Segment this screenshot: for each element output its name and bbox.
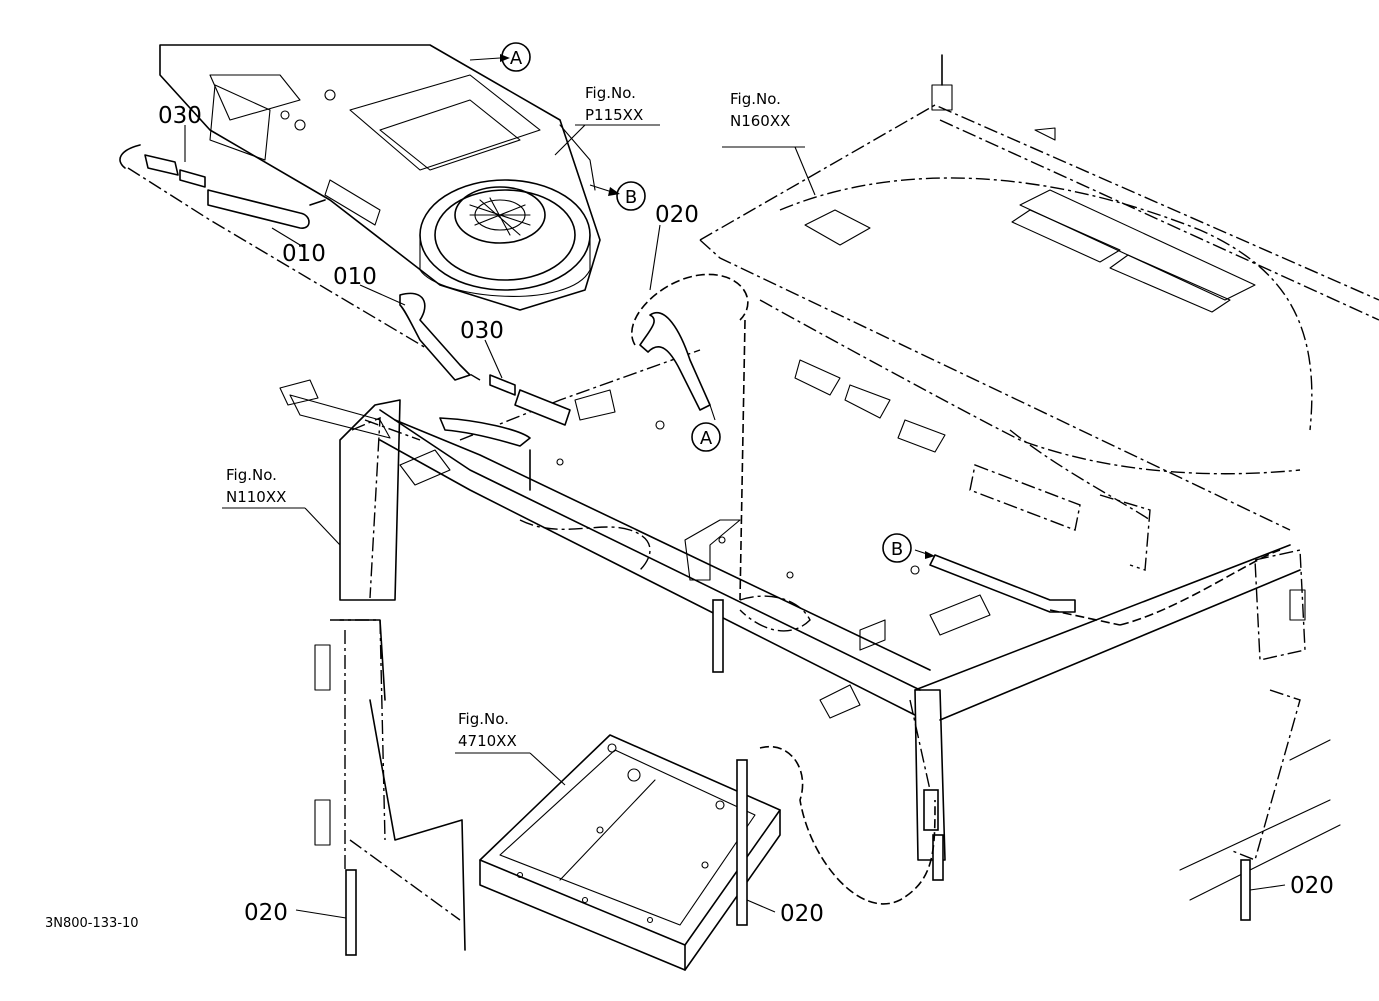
fig-ref-n160xx: Fig.No. N160XX xyxy=(730,90,790,130)
marker-b-mid-label: B xyxy=(891,539,903,560)
left-pillar xyxy=(279,379,466,956)
fig-ref-n160xx-line1: Fig.No. xyxy=(730,90,781,108)
leader-lines xyxy=(184,54,1286,919)
callout-010-mid: 010 xyxy=(333,264,377,290)
callout-030-top: 030 xyxy=(158,103,202,129)
callout-020-top: 020 xyxy=(655,202,699,228)
fig-ref-p115xx-line1: Fig.No. xyxy=(585,84,636,102)
document-id: 3N800-133-10 xyxy=(45,916,139,931)
fig-ref-n160xx-line2: N160XX xyxy=(730,112,790,130)
cab-roof-outline xyxy=(699,54,1379,571)
hoses xyxy=(119,144,1281,926)
fig-ref-4710xx-line1: Fig.No. xyxy=(458,710,509,728)
marker-a-mid: A xyxy=(691,422,721,452)
marker-b-top: B xyxy=(616,181,646,211)
fig-ref-p115xx-line2: P115XX xyxy=(585,106,643,124)
marker-b-top-label: B xyxy=(625,187,637,208)
callout-020-left: 020 xyxy=(244,900,288,926)
fig-ref-p115xx: Fig.No. P115XX xyxy=(585,84,643,124)
marker-a-top-label: A xyxy=(510,48,523,69)
fig-ref-4710xx: Fig.No. 4710XX xyxy=(458,710,517,750)
fig-ref-n110xx-line1: Fig.No. xyxy=(226,466,277,484)
marker-a-top: A xyxy=(501,42,531,72)
fig-ref-n110xx: Fig.No. N110XX xyxy=(226,466,286,506)
callout-010-top: 010 xyxy=(282,241,326,267)
battery-tray xyxy=(479,734,781,971)
front-post xyxy=(909,689,946,881)
callout-030-mid: 030 xyxy=(460,318,504,344)
heater-unit xyxy=(159,44,601,311)
marker-b-mid: B xyxy=(882,533,912,563)
callout-020-center: 020 xyxy=(780,901,824,927)
fig-ref-n110xx-line2: N110XX xyxy=(226,488,286,506)
fig-ref-4710xx-line2: 4710XX xyxy=(458,732,517,750)
right-pillar xyxy=(1179,549,1341,921)
cab-frame-beam xyxy=(379,349,1301,721)
marker-a-mid-label: A xyxy=(700,428,713,449)
callout-020-right: 020 xyxy=(1290,873,1334,899)
